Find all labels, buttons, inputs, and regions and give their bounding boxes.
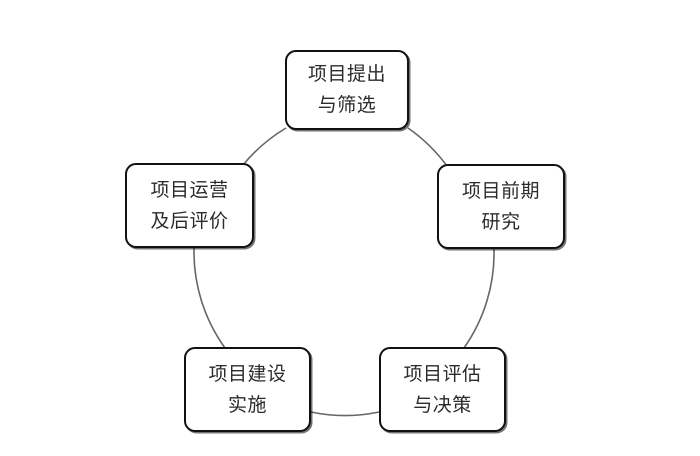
cycle-node-preresearch-line1: 项目前期 xyxy=(461,179,540,202)
cycle-node-operation-line2: 及后评价 xyxy=(150,209,229,232)
cycle-node-construction[interactable]: 项目建设 实施 xyxy=(184,347,311,432)
arc-preresearch-to-evaluation xyxy=(463,248,495,349)
arc-construction-to-operation xyxy=(193,247,226,349)
cycle-node-preresearch-line2: 研究 xyxy=(481,210,521,233)
cycle-node-construction-line1: 项目建设 xyxy=(208,362,287,385)
cycle-node-evaluation-line2: 与决策 xyxy=(413,393,472,416)
cycle-node-evaluation-line1: 项目评估 xyxy=(403,362,482,385)
arc-proposal-to-preresearch xyxy=(407,127,448,167)
cycle-node-construction-line2: 实施 xyxy=(227,393,267,416)
arc-operation-to-proposal xyxy=(242,127,287,166)
cycle-node-operation-line1: 项目运营 xyxy=(150,178,229,201)
cycle-node-proposal[interactable]: 项目提出 与筛选 xyxy=(285,50,409,130)
arc-evaluation-to-construction xyxy=(310,411,380,417)
cycle-node-operation[interactable]: 项目运营 及后评价 xyxy=(125,163,254,248)
cycle-node-proposal-line1: 项目提出 xyxy=(307,63,386,86)
cycle-node-preresearch[interactable]: 项目前期 研究 xyxy=(437,164,565,249)
cycle-node-evaluation[interactable]: 项目评估 与决策 xyxy=(379,347,506,432)
cycle-node-proposal-line2: 与筛选 xyxy=(317,94,377,116)
